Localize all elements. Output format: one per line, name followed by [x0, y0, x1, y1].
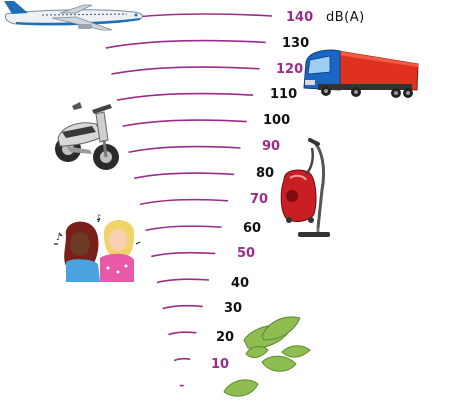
sound-wave-arcs — [99, 13, 273, 387]
sound-arc — [128, 145, 241, 154]
level-label-130: 130 — [282, 36, 309, 51]
level-label-20: 20 — [216, 330, 234, 345]
db-level-labels: 140 130 120 110 100 90 80 70 60 50 40 30… — [211, 10, 313, 372]
sound-arc — [116, 92, 254, 101]
level-label-100: 100 — [263, 113, 290, 128]
motorcycle-icon — [55, 102, 119, 170]
sound-arc — [173, 357, 191, 362]
unit-label: dB(A) — [326, 10, 365, 25]
level-label-140: 140 — [286, 10, 313, 25]
sound-arc — [168, 331, 197, 336]
sound-arc — [162, 304, 203, 310]
level-label-90: 90 — [262, 139, 280, 154]
vacuum-cleaner-icon — [280, 138, 330, 237]
level-label-40: 40 — [231, 276, 249, 291]
sound-arc — [151, 251, 216, 258]
level-label-50: 50 — [237, 246, 255, 261]
level-label-70: 70 — [250, 192, 268, 207]
talking-people-icon: ♪ ♪ — [54, 213, 141, 282]
sound-arc — [134, 172, 235, 180]
rustling-leaves-icon — [223, 316, 311, 397]
svg-text:♪: ♪ — [56, 233, 61, 242]
level-label-80: 80 — [256, 166, 274, 181]
level-label-10: 10 — [211, 357, 229, 372]
sound-arc — [122, 119, 247, 127]
sound-arc — [156, 278, 210, 284]
truck-icon — [303, 49, 419, 98]
sound-arc — [105, 39, 266, 49]
sound-arc — [139, 198, 228, 206]
level-label-110: 110 — [270, 87, 297, 102]
level-label-30: 30 — [224, 301, 242, 316]
svg-text:♪: ♪ — [96, 213, 101, 222]
airplane-icon — [4, 1, 143, 31]
sound-arc — [145, 225, 222, 232]
level-label-120: 120 — [276, 62, 303, 77]
level-label-60: 60 — [243, 221, 261, 236]
sound-arc — [111, 66, 260, 75]
